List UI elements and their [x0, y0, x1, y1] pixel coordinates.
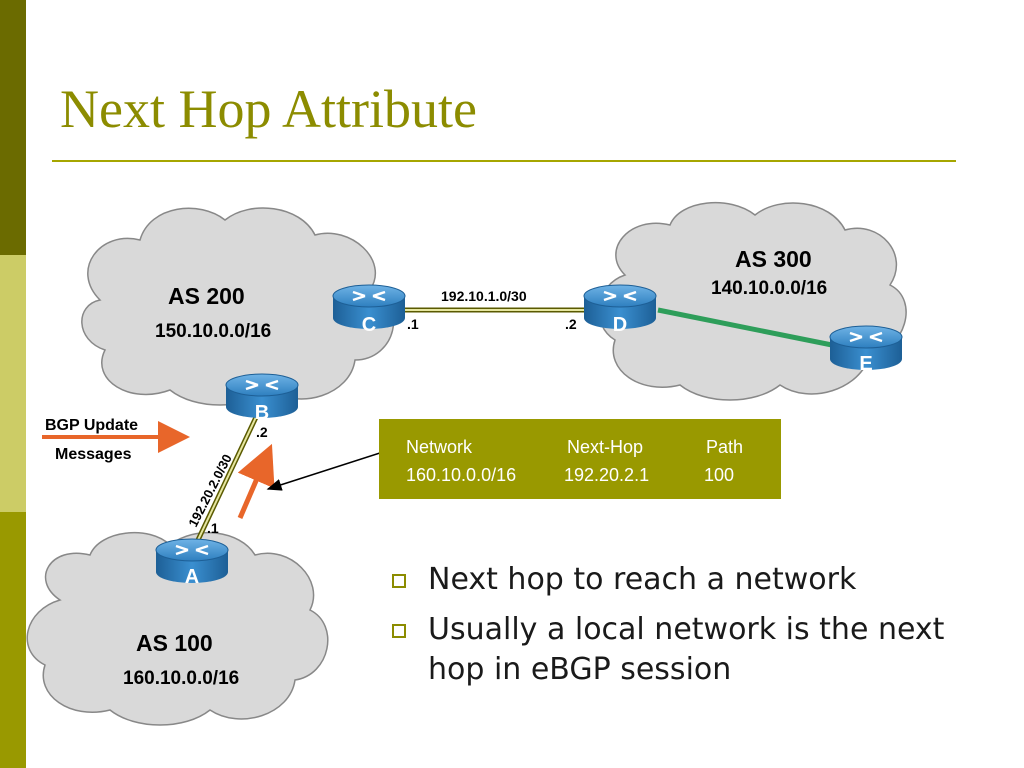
bgp-update-arrow	[237, 443, 275, 519]
router-b-icon	[225, 373, 299, 418]
router-d-label: D	[613, 314, 627, 336]
router-d-icon	[583, 284, 657, 329]
bullet-item: Usually a local network is the next hop …	[392, 610, 952, 690]
cd-subnet-label: 192.10.1.0/30	[441, 288, 527, 304]
route-table-header-network: Network	[406, 437, 473, 457]
sidebar-accent	[0, 0, 26, 768]
sidebar-segment-mid	[0, 512, 26, 768]
cd-c-end-label: .1	[407, 316, 419, 332]
ab-b-end-label: .2	[256, 424, 268, 440]
router-c-label: C	[362, 314, 376, 336]
as200-cloud	[81, 207, 395, 406]
router-e-icon	[829, 325, 903, 370]
sidebar-segment-dark	[0, 0, 26, 255]
title-underline	[52, 160, 956, 162]
route-table-header-path: Path	[706, 437, 743, 457]
square-bullet-icon	[392, 574, 406, 588]
ab-a-end-label: .1	[207, 520, 219, 536]
route-table-header-nexthop: Next-Hop	[567, 437, 643, 457]
as100-name: AS 100	[136, 630, 213, 656]
as300-cloud	[598, 202, 907, 401]
router-a-label: A	[185, 566, 199, 588]
router-b-label: B	[255, 402, 269, 424]
as200-name: AS 200	[168, 283, 245, 309]
table-pointer-arrow	[266, 451, 384, 491]
as300-name: AS 300	[735, 246, 812, 272]
bullet-text: Usually a local network is the next hop …	[428, 612, 945, 687]
link-a-b-highlight	[197, 412, 259, 541]
as100-network: 160.10.0.0/16	[123, 668, 239, 689]
slide-title: Next Hop Attribute	[60, 79, 477, 139]
link-d-e	[657, 307, 833, 348]
bullet-item: Next hop to reach a network	[392, 560, 952, 600]
router-c-icon	[332, 284, 406, 329]
route-table-cell-network: 160.10.0.0/16	[406, 465, 516, 485]
legend-line2: Messages	[55, 446, 132, 463]
route-table-cell-path: 100	[704, 465, 734, 485]
sidebar-segment-light	[0, 255, 26, 512]
legend-line1: BGP Update	[45, 417, 138, 434]
bullet-list: Next hop to reach a network Usually a lo…	[392, 560, 952, 700]
route-table: Network Next-Hop Path 160.10.0.0/16 192.…	[379, 419, 781, 499]
cd-d-end-label: .2	[565, 316, 577, 332]
as200-network: 150.10.0.0/16	[155, 321, 271, 342]
as300-network: 140.10.0.0/16	[711, 278, 827, 299]
as100-cloud	[26, 532, 329, 726]
bullet-text: Next hop to reach a network	[428, 562, 857, 597]
router-a-icon	[155, 538, 229, 583]
square-bullet-icon	[392, 624, 406, 638]
router-e-label: E	[859, 353, 872, 375]
route-table-cell-nexthop: 192.20.2.1	[564, 465, 649, 485]
